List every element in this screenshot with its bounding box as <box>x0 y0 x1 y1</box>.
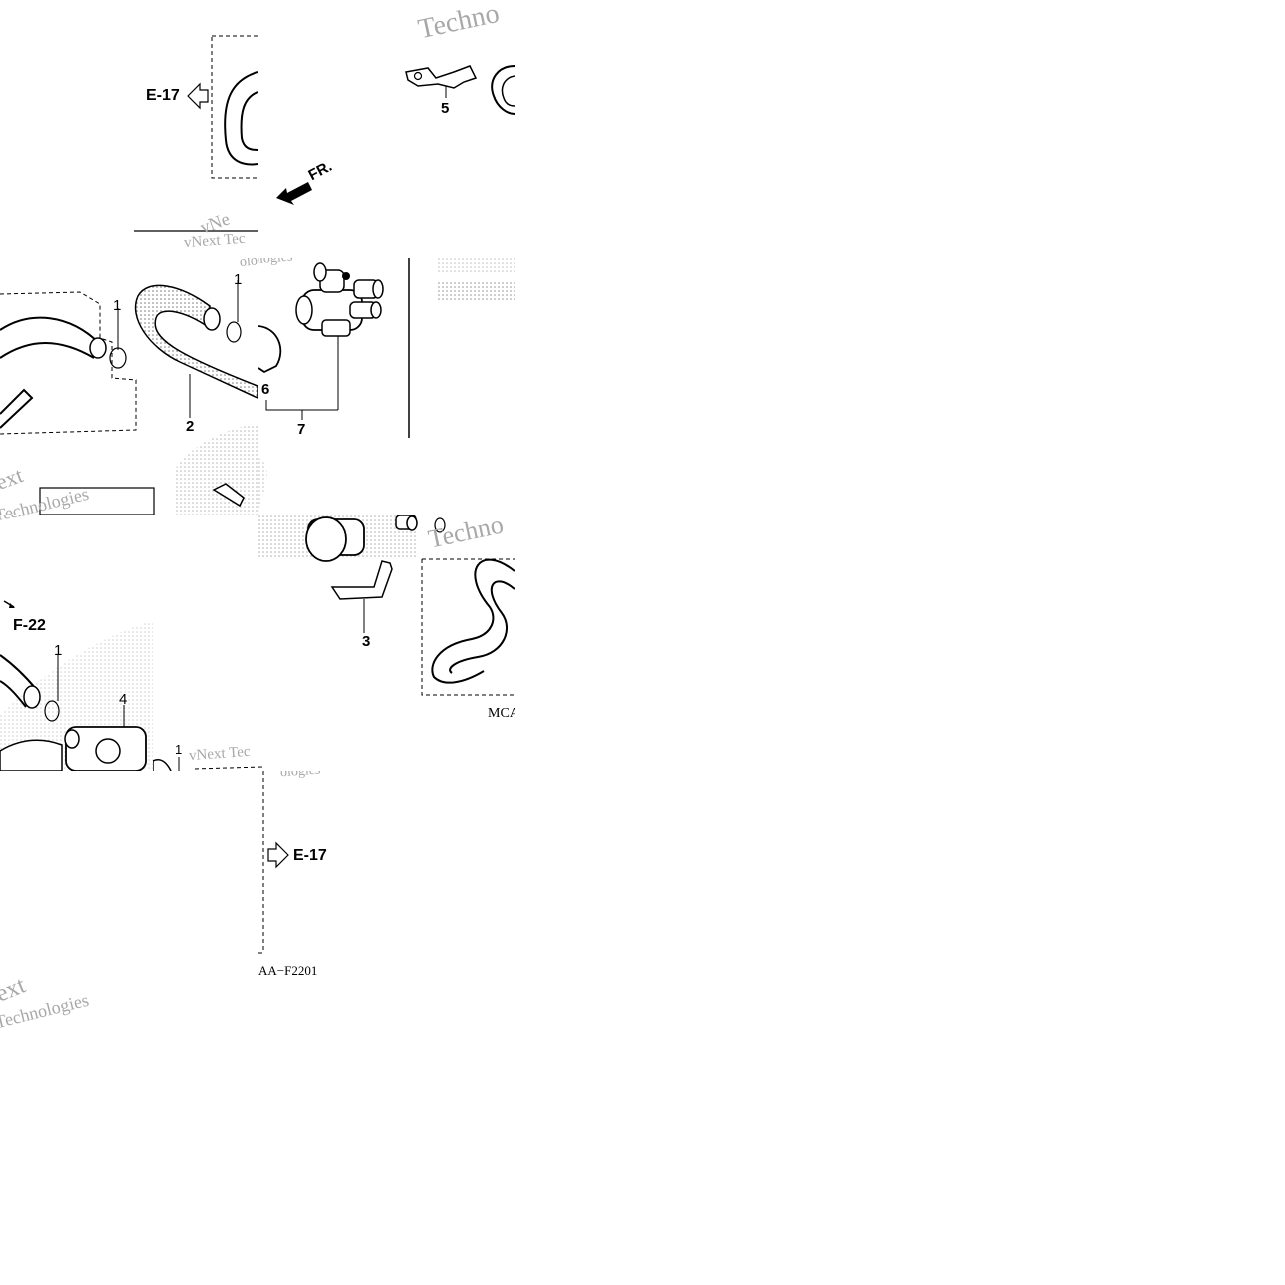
part-number-6: 6 <box>261 381 270 398</box>
hose-left-drawing <box>0 316 101 345</box>
clamp-drawing <box>491 65 515 115</box>
tile-middle-left: 1 1 2 Technologies ext ologies <box>0 258 258 515</box>
tile-bottom-left: F-22 1 4 Technologies <box>0 515 153 771</box>
part-number-4: 4 <box>119 691 128 708</box>
throttle-part-4-drawing <box>0 726 147 771</box>
bottom-middle-drawing <box>258 515 515 696</box>
middle-right-drawing <box>258 258 515 515</box>
connector-drawing <box>212 483 245 508</box>
diagram-code-right: MCA <box>488 706 515 721</box>
honda-logo-watermark <box>436 258 515 302</box>
part-number-7: 7 <box>297 421 306 438</box>
part-number-1-d: 1 <box>175 742 183 757</box>
middle-left-drawing <box>0 280 258 515</box>
part-number-1-b: 1 <box>234 271 243 288</box>
e17-arrow-right-icon <box>267 841 289 869</box>
bottom-left-drawing <box>0 600 153 771</box>
tile-corner-watermark: ext Technologies <box>0 970 110 1030</box>
part-number-5: 5 <box>441 100 450 117</box>
clamp-part-6-drawing <box>258 325 282 374</box>
panel-outline <box>39 487 155 515</box>
tile-bottom-reference: E-17 AA−F2201 ologies <box>258 771 338 981</box>
bottom-reference-drawing <box>258 771 289 954</box>
ref-e17-bottom[interactable]: E-17 <box>293 847 327 864</box>
bracket-part-3-drawing <box>330 560 393 600</box>
tile-middle-right: 6 7 ologies <box>258 258 515 515</box>
hose-right-drawing <box>431 558 515 684</box>
diagram-code-bottom: AA−F2201 <box>258 963 318 978</box>
hose-box-outline <box>211 35 258 179</box>
tile-lower-strip: 1 vNext Tec <box>153 721 263 771</box>
part-number-2: 2 <box>186 418 195 435</box>
part-number-3: 3 <box>362 633 371 650</box>
part-number-1-a: 1 <box>113 297 122 314</box>
ref-e17-top[interactable]: E-17 <box>146 87 180 104</box>
top-left-drawing <box>134 35 258 232</box>
ref-f22[interactable]: F-22 <box>13 617 46 634</box>
hose-box-left-outline <box>0 291 137 435</box>
hose-part-2-drawing <box>134 284 258 399</box>
hose-e17-drawing <box>224 71 258 166</box>
tile-top-left: E-17 vNext Tec vNe <box>0 0 258 258</box>
tile-bottom-middle: 3 MCA Techno <box>258 515 515 721</box>
tile-top-right: 5 FR. Techno <box>258 0 515 258</box>
front-arrow-icon <box>276 182 312 205</box>
hose-box-right-outline <box>421 558 515 696</box>
lower-strip-drawing <box>153 757 263 771</box>
watermark-ext-corner: ext <box>0 972 30 1008</box>
throttle-body-drawing <box>305 515 418 562</box>
top-right-drawing <box>276 65 515 205</box>
bracket-part-5-drawing <box>405 65 478 89</box>
valve-part-7-drawing <box>295 262 384 337</box>
honda-wing-watermark <box>176 424 258 515</box>
e17-arrow-left-icon <box>187 82 209 110</box>
part-number-1-c: 1 <box>54 642 63 659</box>
watermark-ologies-mid: ologies <box>239 258 258 271</box>
